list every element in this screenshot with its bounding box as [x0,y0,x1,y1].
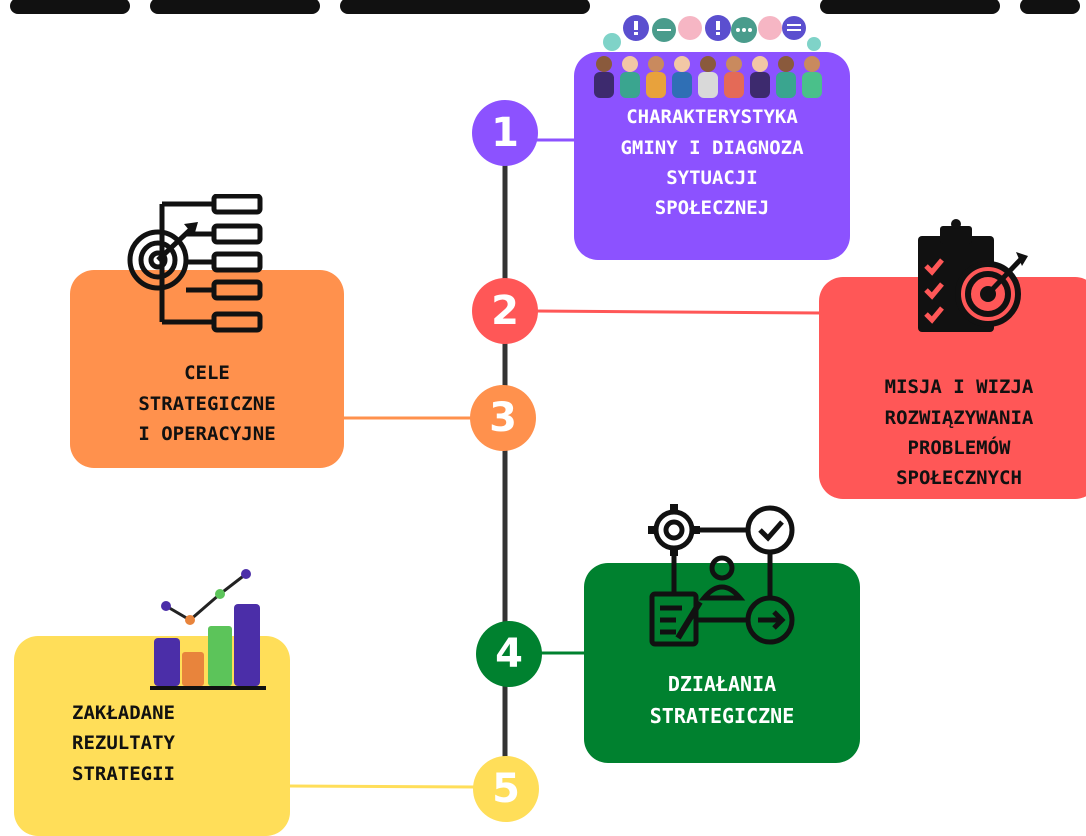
bar-chart-growth-icon [150,569,266,690]
cropped-title [0,0,1086,14]
clipboard-target-icon [918,219,1028,332]
step-3-card: CELE STRATEGICZNE I OPERACYJNE [70,270,344,468]
step-4-number: 4 [476,621,542,687]
step-2-number: 2 [472,278,538,344]
step-5-label: ZAKŁADANE REZULTATY STRATEGII [72,702,175,785]
step-2-label: MISJA I WIZJA ROZWIĄZYWANIA PROBLEMÓW SP… [884,376,1034,490]
target-flowchart-icon [127,194,263,333]
crowd-speech-bubbles-icon [594,15,822,98]
step-1-label: CHARAKTERYSTYKA GMINY I DIAGNOZA SYTUACJ… [620,106,804,220]
step-4-label: DZIAŁANIA STRATEGICZNE [649,672,795,728]
step-3-number: 3 [470,385,536,451]
gear-workflow-icon [648,504,795,647]
step-5-number: 5 [473,756,539,822]
step-3-label: CELE STRATEGICZNE I OPERACYJNE [138,362,276,446]
step-1-number: 1 [472,100,538,166]
